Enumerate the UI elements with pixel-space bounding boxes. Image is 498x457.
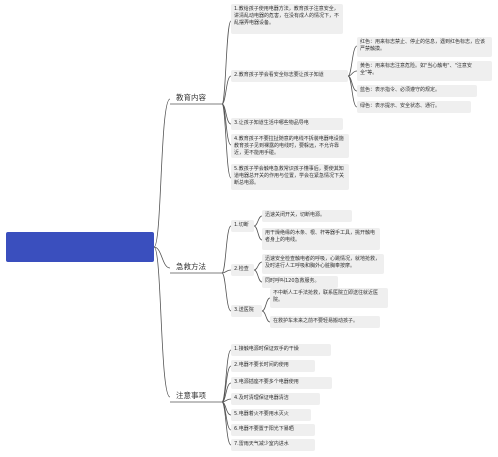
- rescue-step-1-detail-1[interactable]: 迅速关闭开关，切断电源。: [262, 210, 352, 222]
- edu-item-3[interactable]: 3.让孩子知道生活中哪些物品导电: [231, 118, 343, 130]
- note-item-2[interactable]: 2.电器不要长时间的使用: [231, 360, 315, 372]
- rescue-step-3-detail-1[interactable]: 不中断人工手法抢救，联系医院立即送往就近医院。: [270, 288, 388, 308]
- rescue-step-2[interactable]: 2.检查: [231, 264, 254, 276]
- rescue-step-3-detail-2[interactable]: 在救护车未来之前不要轻易搬动孩子。: [270, 316, 380, 328]
- branch-education[interactable]: 教育内容: [176, 93, 206, 102]
- root-node[interactable]: [6, 232, 154, 262]
- rescue-step-1-detail-2[interactable]: 用干燥绝缘的木条、根、杆等器手工具，挑开触电者身上的电线。: [262, 228, 380, 250]
- edu-item-2[interactable]: 2.教育孩子学会看安全标志要让孩子知道: [231, 70, 348, 82]
- note-item-5[interactable]: 5.电器着火不要用水灭火: [231, 409, 311, 421]
- edu-item-1[interactable]: 1.教给孩子使用电器方法，教育孩子注意安全，讲清乱动电器的危害，在没有成人的情况…: [231, 4, 343, 34]
- rescue-step-1[interactable]: 1.切断: [231, 220, 254, 232]
- rescue-step-2-detail-1[interactable]: 迅速安全检查触电者的呼吸，心跳情况，就地抢救，及时进行人工呼吸和胸外心脏胸奉按摩…: [262, 254, 384, 274]
- branch-notes[interactable]: 注意事项: [176, 391, 206, 400]
- edu-item-2-blue[interactable]: 蓝色：表示指令、必须遵守的规定。: [357, 85, 477, 97]
- edu-item-4[interactable]: 4.教育孩子不要拉扯随意的电线不拆装电器电设施教育孩子见到裸露的电线时，要躲远，…: [231, 134, 349, 158]
- note-item-7[interactable]: 7.雷雨天气减少室内进水: [231, 439, 315, 451]
- note-item-6[interactable]: 6.电器不要置于阳光下暴晒: [231, 424, 315, 436]
- branch-rescue[interactable]: 急救方法: [176, 262, 206, 271]
- rescue-step-2-detail-2[interactable]: 同时呼叫120急救服务。: [262, 276, 338, 288]
- edu-item-2-red[interactable]: 红色：用来标志禁止、停止的信息，遇到红色标志，应该严禁触摸。: [357, 37, 492, 57]
- edu-item-2-yellow[interactable]: 黄色：用来标志注意危险。如"当心触电"、"注意安全"等。: [357, 61, 492, 81]
- rescue-step-3[interactable]: 3.送医院: [231, 305, 262, 317]
- note-item-4[interactable]: 4.及时清理保证电器清洁: [231, 393, 320, 405]
- edu-item-5[interactable]: 5.教孩子学会触电急救常识孩子懂事后，要使其知道电器总开关的作用与位置，学会在紧…: [231, 164, 349, 190]
- note-item-3[interactable]: 3.电源插座不要多个电器使用: [231, 377, 332, 389]
- note-item-1[interactable]: 1.接触电源时保证双手的干燥: [231, 344, 331, 356]
- edu-item-2-green[interactable]: 绿色：表示提示、安全状态、通行。: [357, 101, 471, 113]
